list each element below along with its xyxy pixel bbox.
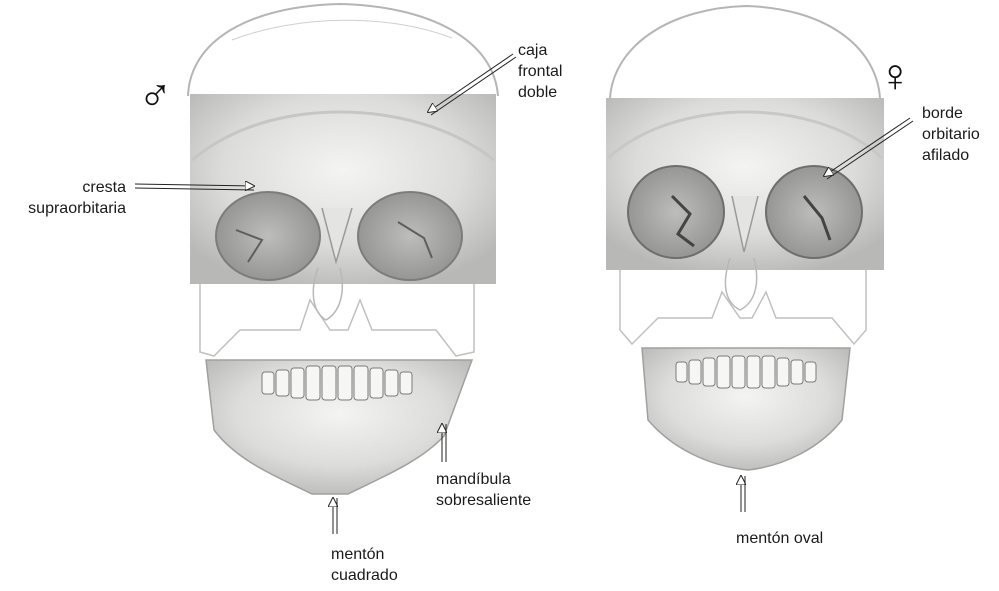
male-symbol: ♂ [138,70,173,116]
female-cranium-outline [610,6,880,98]
label-menton-oval: mentón oval [736,528,823,549]
label-menton-cuadrado: mentón cuadrado [331,544,398,586]
male-skull [188,4,498,494]
male-cranium-outline [188,4,498,96]
female-eye-socket-left [628,166,724,258]
female-eye-socket-right [766,166,862,258]
label-borde-orbitario-afilado: borde orbitario afilado [922,103,980,166]
male-eye-socket-right [358,192,462,280]
male-eye-socket-left [216,192,320,280]
label-mandibula-sobresaliente: mandíbula sobresaliente [436,469,531,511]
label-caja-frontal-doble: caja frontal doble [518,40,562,103]
female-midface-outline [620,270,866,344]
label-cresta-supraorbitaria: cresta supraorbitaria [6,177,126,219]
female-symbol: ♀ [878,52,913,98]
male-midface-outline [200,284,474,356]
female-skull [606,6,884,470]
female-mandible [642,348,850,470]
